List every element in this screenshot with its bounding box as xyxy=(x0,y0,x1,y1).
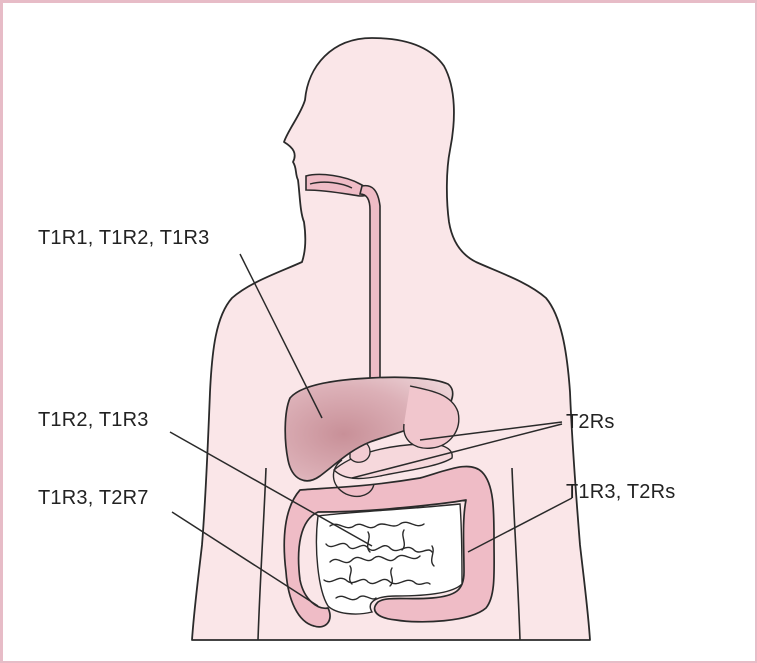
label-pancreas-receptors: T2Rs xyxy=(566,411,615,433)
label-stomach-receptors: T1R1, T1R2, T1R3 xyxy=(38,227,209,249)
label-small-intestine-receptors: T1R2, T1R3 xyxy=(38,409,149,431)
label-colon-right-receptors: T1R3, T2Rs xyxy=(566,481,675,503)
label-colon-left-receptors: T1R3, T2R7 xyxy=(38,487,149,509)
